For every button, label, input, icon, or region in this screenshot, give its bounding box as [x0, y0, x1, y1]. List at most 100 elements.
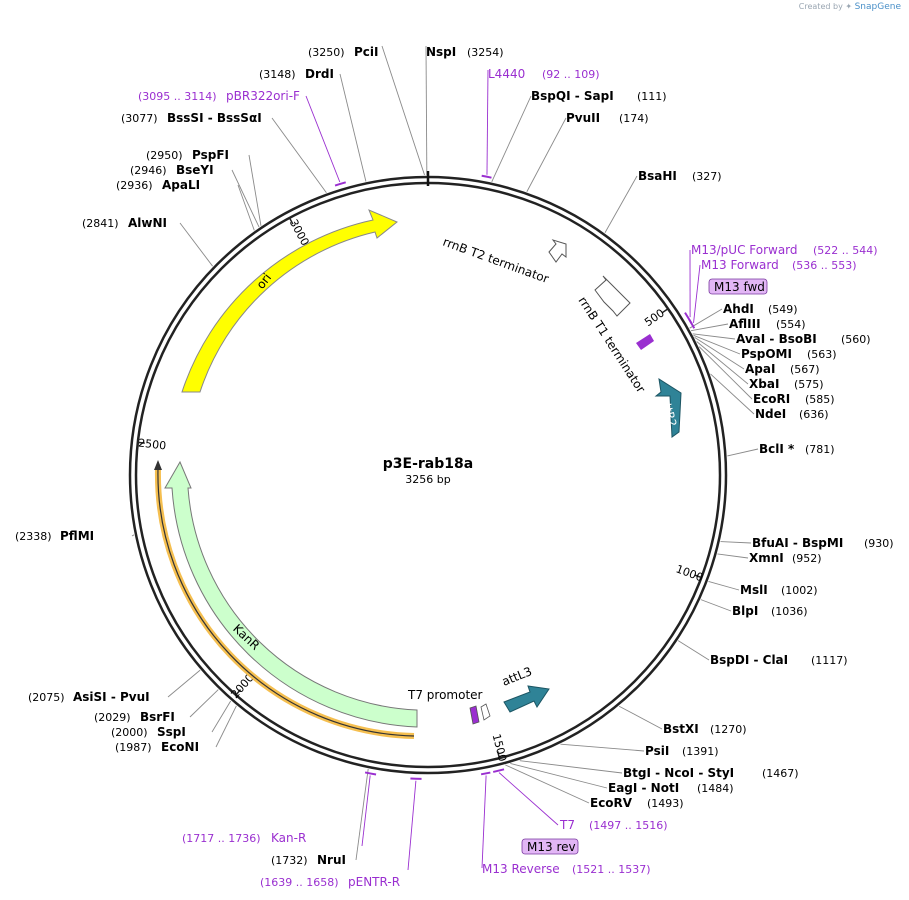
primer-pbr322ori-f[interactable]: (3095 .. 3114)pBR322ori-F — [138, 89, 300, 103]
m13-fwd-box-label: M13 fwd — [714, 280, 765, 294]
primer-kan-r[interactable]: (1717 .. 1736)Kan-R — [182, 831, 306, 845]
enzyme-leader-line — [710, 373, 755, 415]
snapgene-credit: Created by ✦ SnapGene — [799, 2, 901, 12]
primer-leader-line — [407, 780, 417, 871]
credit-text: Created by — [798, 2, 843, 11]
enzyme-alwni[interactable]: (2841)AlwNI — [82, 216, 167, 230]
enzyme-bsssi-bsssai[interactable]: (3077)BssSI - BssSαI — [121, 111, 262, 125]
enzyme-eagi-noti[interactable]: EagI - NotI(1484) — [608, 781, 734, 795]
enzyme-nrui[interactable]: (1732)NruI — [271, 853, 346, 867]
tick-mark — [288, 217, 294, 225]
enzyme-ahdi[interactable]: AhdI(549) — [723, 302, 798, 316]
kanr-arrow[interactable] — [164, 460, 418, 728]
enzyme-xbai[interactable]: XbaI(575) — [749, 377, 824, 391]
tick-label: 1000 — [674, 562, 705, 584]
m13-rev-box[interactable] — [521, 838, 579, 855]
tick-label: 1500 — [490, 733, 509, 763]
enzyme-leader-line — [618, 705, 663, 730]
enzyme-labels: (3250)PciI NspI(3254) BspQI - SapI(111) … — [15, 45, 894, 867]
m13-rev-box-label: M13 rev — [527, 840, 576, 854]
enzyme-leader-line — [717, 553, 749, 559]
enzyme-avai-bsobi[interactable]: AvaI - BsoBI(560) — [736, 332, 871, 346]
primer-binding-site[interactable] — [364, 771, 377, 776]
enzyme-nspi[interactable]: NspI(3254) — [426, 45, 504, 59]
primer-pentr-r[interactable]: (1639 .. 1658)pENTR-R — [260, 875, 400, 889]
plasmid-length: 3256 bp — [405, 473, 450, 486]
plasmid-name: p3E-rab18a — [383, 456, 473, 472]
enzyme-leader-line — [355, 768, 369, 861]
primer-l4440[interactable]: L4440(92 .. 109) — [488, 67, 600, 81]
enzyme-pspfi[interactable]: (2950)PspFI — [146, 148, 229, 162]
enzyme-pflmi[interactable]: (2338)PflMI — [15, 529, 94, 543]
primer-binding-site[interactable] — [481, 174, 492, 179]
primer-t7[interactable]: T7(1497 .. 1516) — [559, 818, 668, 832]
rrnb-t2-label: rrnB T2 terminator — [441, 235, 551, 286]
enzyme-afliii[interactable]: AflIII(554) — [729, 317, 806, 331]
enzyme-leader-line — [696, 341, 749, 385]
enzyme-leader-line — [700, 599, 732, 612]
rrnb-t2-terminator-arrow[interactable] — [548, 239, 567, 263]
enzyme-bsrfi[interactable]: (2029)BsrFI — [94, 710, 175, 724]
t7-promoter-arrow[interactable] — [469, 705, 480, 725]
enzyme-ecori[interactable]: EcoRI(585) — [753, 392, 835, 406]
tick-mark — [661, 308, 669, 314]
primer-m13-forward[interactable]: M13 Forward(536 .. 553) — [701, 258, 857, 272]
enzyme-bstxi[interactable]: BstXI(1270) — [663, 722, 747, 736]
enzyme-xmni[interactable]: XmnI(952) — [749, 551, 822, 565]
enzyme-ndei[interactable]: NdeI(636) — [755, 407, 829, 421]
enzyme-psii[interactable]: PsiI(1391) — [645, 744, 719, 758]
enzyme-blpi[interactable]: BlpI(1036) — [732, 604, 808, 618]
t7-promoter-outline — [480, 703, 491, 721]
enzyme-btgi-ncoi-styi[interactable]: BtgI - NcoI - StyI(1467) — [623, 766, 799, 780]
enzyme-apali[interactable]: (2936)ApaLI — [116, 178, 200, 192]
enzyme-ecorv[interactable]: EcoRV(1493) — [590, 796, 684, 810]
attr2-arrow[interactable] — [654, 377, 682, 438]
enzyme-leader-line — [381, 45, 425, 176]
m13-fwd-marker — [636, 334, 654, 350]
enzyme-leader-line — [167, 669, 201, 698]
primer-binding-site[interactable] — [688, 319, 696, 329]
enzyme-sspi[interactable]: (2000)SspI — [111, 725, 186, 739]
attl3-label: attL3 — [500, 664, 534, 689]
kanr-primer-band[interactable] — [154, 467, 415, 739]
enzyme-apai[interactable]: ApaI(567) — [745, 362, 820, 376]
primer-m13-puc-forward[interactable]: M13/pUC Forward(522 .. 544) — [691, 243, 878, 257]
enzyme-econi[interactable]: (1987)EcoNI — [115, 740, 199, 754]
primer-binding-site[interactable] — [334, 181, 347, 187]
enzyme-bsahi[interactable]: BsaHI(327) — [638, 169, 722, 183]
primer-leader-line — [305, 95, 341, 183]
enzyme-bseyi[interactable]: (2946)BseYI — [130, 163, 214, 177]
enzyme-leader-line — [708, 581, 740, 591]
credit-brand: SnapGene — [854, 2, 901, 12]
enzyme-asisi-pvui[interactable]: (2075)AsiSI - PvuI — [28, 690, 150, 704]
kanr-primer-arrowhead — [154, 460, 162, 470]
enzyme-leader-line — [727, 448, 759, 457]
primer-binding-site[interactable] — [480, 771, 491, 776]
enzyme-bspqi-sapi[interactable]: BspQI - SapI(111) — [531, 89, 667, 103]
enzyme-msli[interactable]: MslI(1002) — [740, 583, 818, 597]
m13-fwd-box[interactable] — [708, 278, 768, 295]
enzyme-drdi[interactable]: (3148)DrdI — [259, 67, 334, 81]
enzyme-leader-line — [689, 308, 723, 329]
enzyme-leader-line — [720, 541, 752, 544]
tick-mark — [137, 441, 145, 444]
tick-label: 500 — [642, 306, 667, 329]
enzyme-leader-line — [237, 184, 255, 231]
enzyme-pspomi[interactable]: PspOMI(563) — [741, 347, 837, 361]
rrnb-t1-terminator-arrow[interactable] — [594, 275, 631, 317]
primer-m13-reverse[interactable]: M13 Reverse(1521 .. 1537) — [482, 862, 651, 876]
ori-arrow[interactable] — [181, 209, 398, 393]
enzyme-bcli[interactable]: BclI *(781) — [759, 442, 835, 456]
attl3-arrow[interactable] — [503, 685, 550, 713]
enzyme-leader-line — [189, 689, 219, 718]
primer-labels: L4440(92 .. 109) (3095 .. 3114)pBR322ori… — [138, 67, 878, 889]
enzyme-bspdi-clai[interactable]: BspDI - ClaI(1117) — [710, 653, 848, 667]
primer-binding-site[interactable] — [492, 768, 505, 773]
enzyme-bfuai-bspmi[interactable]: BfuAI - BspMI(930) — [752, 536, 894, 550]
enzyme-leader-line — [677, 640, 710, 661]
t7-promoter-label: T7 promoter — [407, 688, 483, 702]
enzyme-leader-line — [271, 117, 327, 193]
enzyme-pcii[interactable]: (3250)PciI — [308, 45, 379, 59]
enzyme-pvuii[interactable]: PvuII(174) — [566, 111, 649, 125]
